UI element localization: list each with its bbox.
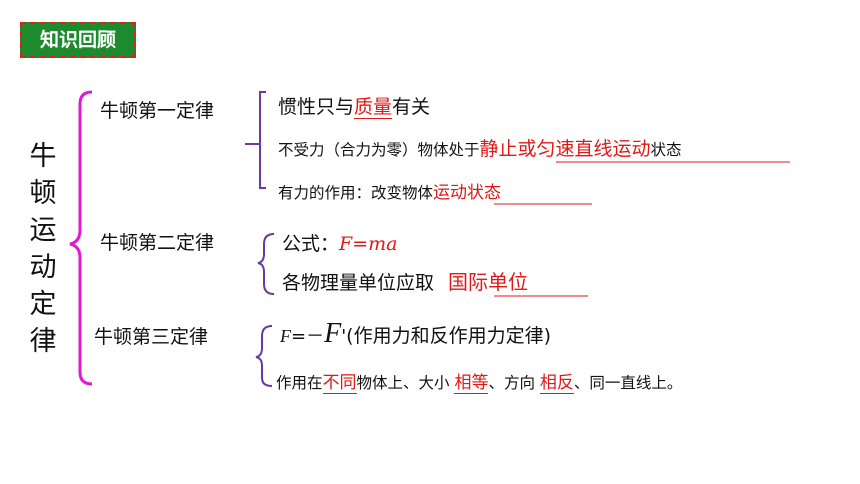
law1-bracket — [245, 91, 266, 189]
vertical-title: 牛顿运动定律 — [29, 141, 57, 357]
law2-formula-line: 公式：F=ma — [282, 233, 398, 255]
law2-answer: 国际单位 — [448, 270, 529, 294]
law3-answer1: 不同 — [322, 373, 357, 394]
law2-unit-line: 各物理量单位应取国际单位 — [282, 270, 529, 294]
law1-line1: 惯性只与质量有关 — [278, 96, 431, 119]
law3-title: 牛顿第三定律 — [94, 326, 209, 348]
law2-title: 牛顿第二定律 — [100, 232, 215, 254]
law1-answer3: 运动状态 — [433, 183, 502, 203]
law3-description: 作用在不同物体上、大小 相等、方向 相反、同一直线上。 — [276, 373, 683, 394]
law1-title: 牛顿第一定律 — [100, 100, 215, 122]
law3-answer2: 相等 — [454, 373, 489, 394]
law1-line2: 不受力（合力为零）物体处于静止或匀速直线运动状态 — [278, 138, 682, 160]
law2-formula: F=ma — [339, 233, 398, 255]
law1-line3: 有力的作用：改变物体运动状态 — [278, 183, 502, 203]
law1-answer1: 质量 — [354, 96, 393, 119]
law3-brace — [255, 325, 273, 387]
law3-formula-line: F=－F'(作用力和反作用力定律) — [280, 318, 551, 349]
law1-answer2: 静止或匀速直线运动 — [479, 138, 651, 160]
law2-brace — [257, 233, 275, 295]
law3-answer3: 相反 — [539, 373, 574, 394]
outer-brace — [69, 90, 93, 386]
section-badge: 知识回顾 — [20, 22, 136, 58]
